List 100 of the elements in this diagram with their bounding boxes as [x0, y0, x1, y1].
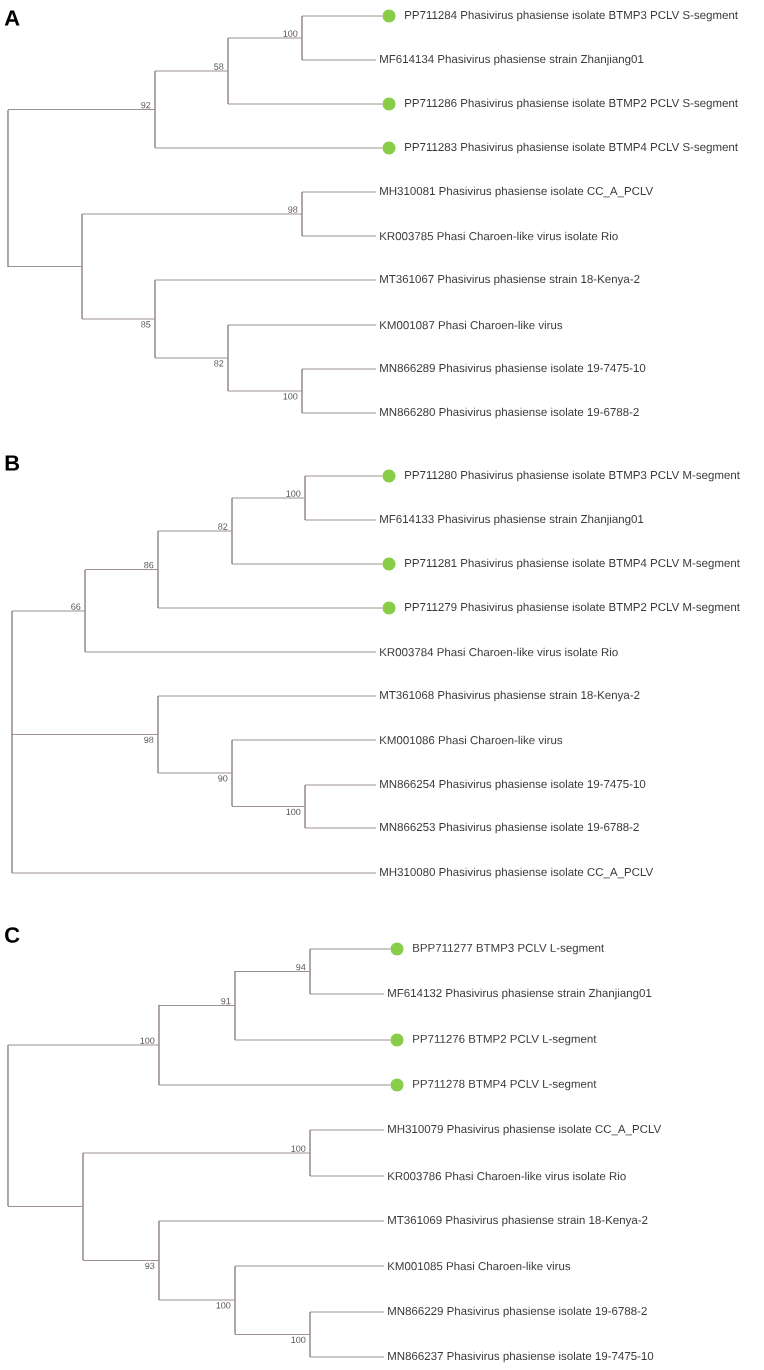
branch-node-line — [309, 948, 311, 995]
sequence-label: PP711280 Phasivirus phasiense isolate BTMP3 PCLV M-segment — [405, 470, 740, 482]
branch-node-line — [154, 70, 156, 149]
sequence-label: KR003785 Phasi Charoen-like virus isolate Rio — [380, 231, 618, 241]
bootstrap-value: 100 — [291, 1145, 306, 1152]
branch-line — [309, 1129, 385, 1131]
branch-line — [309, 948, 391, 950]
sequence-label: PP711284 Phasivirus phasiense isolate BTMP3 PCLV S-segment — [405, 10, 738, 22]
branch-line — [154, 279, 377, 281]
sequence-label: MN866280 Phasivirus phasiense isolate 19-6788-2 — [380, 407, 639, 419]
bootstrap-value: 91 — [221, 997, 231, 1005]
bootstrap-value: 93 — [145, 1262, 155, 1270]
panel-label: A — [4, 10, 20, 26]
branch-line — [227, 37, 302, 39]
branch-line — [301, 412, 377, 414]
branch-line — [7, 266, 82, 267]
bootstrap-value: 94 — [296, 963, 306, 971]
sequence-label: MT361067 Phasivirus phasiense strain 18-Kenya-2 — [380, 274, 640, 286]
sequence-label: KM001085 Phasi Charoen-like virus — [388, 1261, 571, 1271]
sequence-label: MF614133 Phasivirus phasiense strain Zhanjiang01 — [380, 514, 644, 526]
branch-node-line — [84, 569, 86, 653]
sequence-label: MF614132 Phasivirus phasiense strain Zhanjiang01 — [388, 988, 652, 1000]
bootstrap-value: 100 — [291, 1336, 306, 1344]
sequence-label: MH310079 Phasivirus phasiense isolate CC_A_PCLV — [388, 1124, 662, 1136]
bootstrap-value: 82 — [214, 360, 224, 367]
bootstrap-value: 98 — [288, 206, 298, 213]
bootstrap-value: 58 — [214, 63, 224, 70]
sequence-label: MN866253 Phasivirus phasiense isolate 19-6788-2 — [380, 822, 639, 834]
branch-line — [227, 390, 302, 392]
branch-line — [84, 569, 158, 570]
sequence-label: MN866237 Phasivirus phasiense isolate 19-7475-10 — [388, 1351, 654, 1363]
panel-label: C — [5, 927, 20, 943]
sequence-label: MN866254 Phasivirus phasiense isolate 19-7475-10 — [380, 779, 646, 791]
branch-node-line — [157, 530, 159, 609]
sequence-label: KR003786 Phasi Charoen-like virus isolate Rio — [388, 1171, 626, 1181]
branch-line — [231, 497, 305, 499]
sequence-label: PP711276 BTMP2 PCLV L-segment — [413, 1034, 597, 1046]
branch-line — [7, 1044, 159, 1046]
branch-line — [158, 1005, 235, 1006]
branch-node-line — [82, 1152, 84, 1261]
branch-line — [304, 475, 383, 477]
branch-line — [157, 530, 232, 532]
branch-line — [301, 235, 377, 237]
branch-line — [227, 324, 377, 326]
branch-line — [157, 695, 377, 697]
branch-node-line — [309, 1129, 311, 1177]
branch-line — [7, 109, 155, 110]
sequence-label: BPP711277 BTMP3 PCLV L-segment — [413, 943, 605, 955]
branch-node-line — [301, 15, 303, 61]
sequence-label: KM001087 Phasi Charoen-like virus — [380, 320, 563, 330]
branch-line — [82, 1260, 159, 1261]
bootstrap-value: 82 — [218, 523, 228, 530]
branch-node-line — [158, 1220, 160, 1301]
branch-line — [301, 191, 377, 193]
branch-line — [158, 1220, 385, 1222]
branch-line — [158, 1084, 391, 1086]
branch-node-line — [309, 1311, 311, 1358]
bootstrap-value: 100 — [140, 1037, 155, 1044]
branch-line — [301, 59, 377, 61]
branch-line — [234, 1039, 391, 1041]
branch-node-line — [11, 610, 13, 874]
sequence-label: PP711286 Phasivirus phasiense isolate BTMP2 PCLV S-segment — [405, 98, 738, 110]
bootstrap-value: 98 — [144, 736, 154, 744]
sequence-label: MT361069 Phasivirus phasiense strain 18-Kenya-2 — [388, 1215, 648, 1227]
sequence-label: KM001086 Phasi Charoen-like virus — [380, 735, 563, 745]
bootstrap-value: 100 — [286, 490, 301, 497]
bootstrap-value: 86 — [144, 561, 154, 569]
bootstrap-value: 100 — [283, 30, 298, 37]
bootstrap-value: 100 — [216, 1302, 231, 1309]
bootstrap-value: 100 — [286, 808, 301, 816]
branch-line — [157, 607, 383, 609]
branch-node-line — [231, 497, 233, 565]
branch-line — [11, 610, 85, 612]
branch-node-line — [7, 109, 9, 268]
bootstrap-value: 66 — [71, 603, 81, 610]
sequence-label: KR003784 Phasi Charoen-like virus isolate Rio — [380, 647, 618, 657]
branch-line — [154, 70, 228, 72]
sequence-label: MN866229 Phasivirus phasiense isolate 19-6788-2 — [388, 1306, 647, 1318]
branch-node-line — [234, 1265, 236, 1335]
branch-line — [84, 651, 377, 653]
sequence-label: PP711281 Phasivirus phasiense isolate BTMP4 PCLV M-segment — [405, 558, 740, 570]
bootstrap-value: 85 — [141, 321, 151, 328]
branch-line — [301, 15, 383, 17]
branch-line — [11, 734, 158, 735]
sequence-label: PP711283 Phasivirus phasiense isolate BTMP4 PCLV S-segment — [405, 142, 738, 154]
sequence-label: MH310080 Phasivirus phasiense isolate CC_A_PCLV — [380, 867, 654, 879]
branch-line — [82, 1152, 310, 1154]
branch-node-line — [231, 739, 233, 807]
branch-line — [154, 357, 228, 359]
bootstrap-value: 92 — [141, 101, 151, 109]
branch-node-line — [227, 324, 229, 392]
branch-node-line — [304, 475, 306, 521]
bootstrap-value: 100 — [283, 393, 298, 400]
sequence-label: PP711278 BTMP4 PCLV L-segment — [413, 1079, 597, 1091]
branch-line — [309, 993, 385, 995]
branch-line — [309, 1311, 385, 1313]
branch-line — [234, 1265, 385, 1267]
panel-label: B — [5, 455, 20, 471]
branch-line — [304, 827, 377, 829]
branch-line — [158, 1299, 235, 1301]
